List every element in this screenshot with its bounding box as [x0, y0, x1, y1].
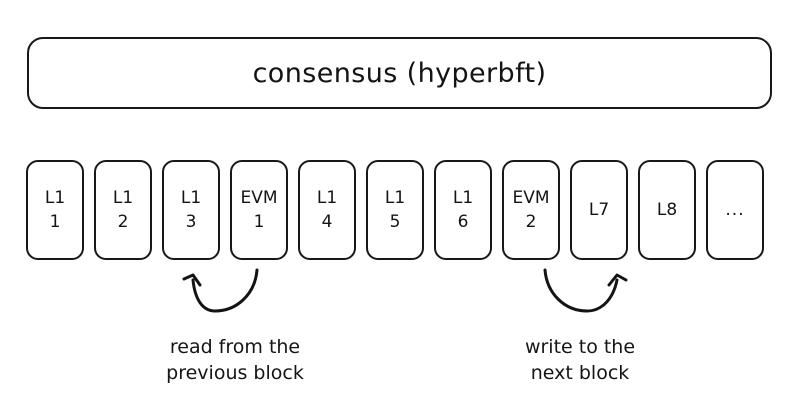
block-evm-2: EVM 2: [502, 160, 560, 260]
block-label-bottom: 4: [321, 211, 333, 232]
block-l1-4: L1 4: [298, 160, 356, 260]
block-label-top: L1: [316, 187, 338, 208]
consensus-bar: consensus (hyperbft): [27, 37, 772, 109]
block-more: ...: [706, 160, 764, 260]
consensus-label: consensus (hyperbft): [252, 57, 547, 89]
block-l1-2: L1 2: [94, 160, 152, 260]
annotation-line-1: read from the: [169, 336, 301, 358]
curved-arrow-up-left-icon: [182, 268, 259, 313]
curved-arrow-up-right-icon: [543, 268, 628, 313]
block-label-top: L8: [656, 199, 678, 220]
block-l8: L8: [638, 160, 696, 260]
block-l7: L7: [570, 160, 628, 260]
block-label-top: EVM: [512, 187, 550, 208]
annotation-read-from-previous-block: read from the previous block: [135, 334, 335, 386]
block-label-top: L1: [44, 187, 66, 208]
block-label-top: L1: [452, 187, 474, 208]
block-label-top: L1: [180, 187, 202, 208]
block-label-bottom: 6: [457, 211, 469, 232]
block-row: L1 1 L1 2 L1 3 EVM 1 L1 4 L1 5 L1 6 EVM: [26, 160, 774, 260]
block-l1-5: L1 5: [366, 160, 424, 260]
block-label-top: EVM: [240, 187, 278, 208]
block-label-bottom: 2: [525, 211, 537, 232]
block-l1-1: L1 1: [26, 160, 84, 260]
block-label-bottom: 1: [49, 211, 61, 232]
block-label-top: ...: [725, 199, 745, 220]
block-label-top: L1: [384, 187, 406, 208]
block-label-bottom: 3: [185, 211, 197, 232]
block-label-bottom: 1: [253, 211, 265, 232]
block-label-bottom: 2: [117, 211, 129, 232]
block-l1-6: L1 6: [434, 160, 492, 260]
annotation-line-2: next block: [530, 362, 630, 384]
block-label-bottom: 5: [389, 211, 401, 232]
annotation-line-1: write to the: [524, 336, 636, 358]
block-label-top: L1: [112, 187, 134, 208]
annotation-write-to-next-block: write to the next block: [480, 334, 680, 386]
block-label-top: L7: [588, 199, 610, 220]
block-l1-3: L1 3: [162, 160, 220, 260]
annotation-line-2: previous block: [166, 362, 304, 384]
block-evm-1: EVM 1: [230, 160, 288, 260]
